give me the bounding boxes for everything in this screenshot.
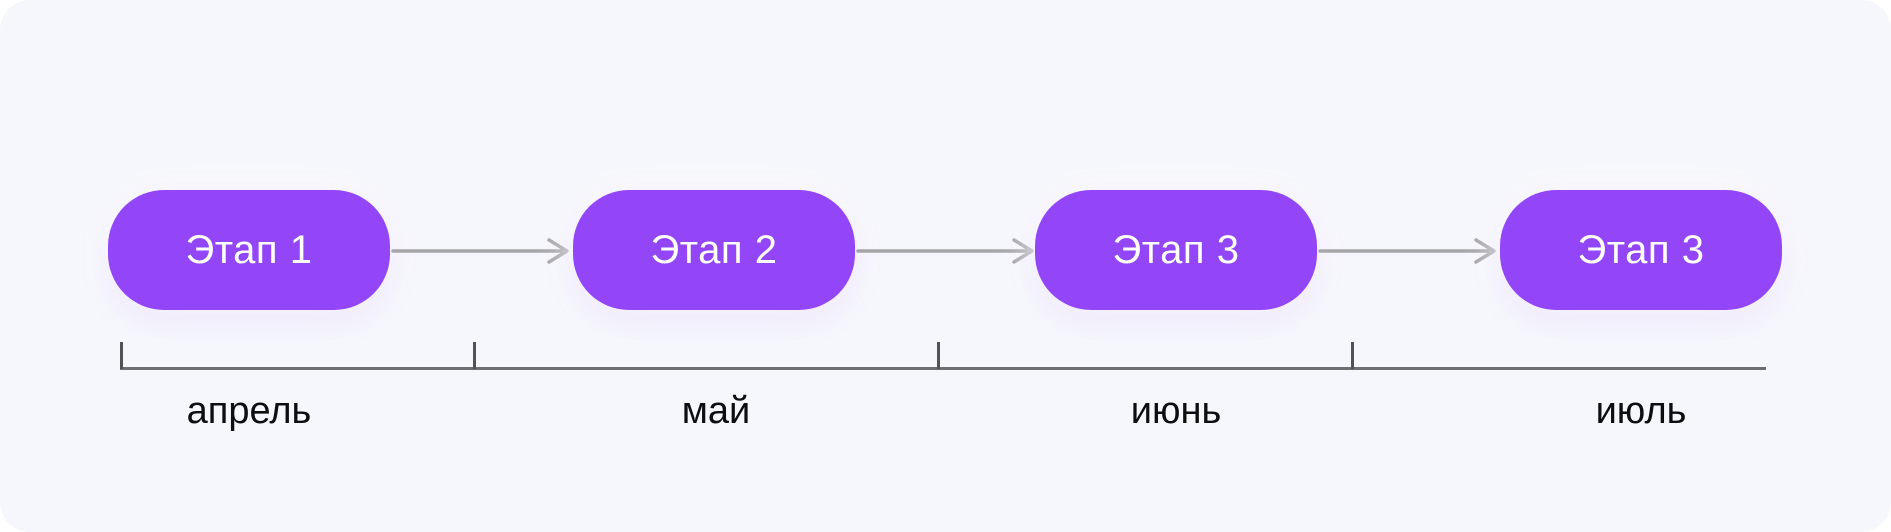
stage-node-1: Этап 1: [108, 190, 390, 310]
arrow-icon: [1318, 236, 1503, 266]
timeline-axis: [120, 367, 1766, 370]
timeline-tick-1: [120, 342, 123, 369]
arrow-icon: [391, 236, 576, 266]
stage-node-2: Этап 2: [573, 190, 855, 310]
month-label-may: май: [681, 390, 751, 432]
timeline-tick-2: [473, 342, 476, 369]
month-label-june: июнь: [1130, 390, 1222, 432]
month-label-april: апрель: [186, 390, 312, 432]
stage-node-2-label: Этап 2: [650, 227, 778, 272]
stage-node-3: Этап 3: [1035, 190, 1317, 310]
stage-node-1-label: Этап 1: [185, 227, 313, 272]
stage-node-4-label: Этап 3: [1577, 227, 1705, 272]
month-label-july: июль: [1595, 390, 1687, 432]
stage-node-4: Этап 3: [1500, 190, 1782, 310]
timeline-tick-3: [937, 342, 940, 369]
timeline-tick-4: [1351, 342, 1354, 369]
arrow-icon: [856, 236, 1041, 266]
stage-node-3-label: Этап 3: [1112, 227, 1240, 272]
